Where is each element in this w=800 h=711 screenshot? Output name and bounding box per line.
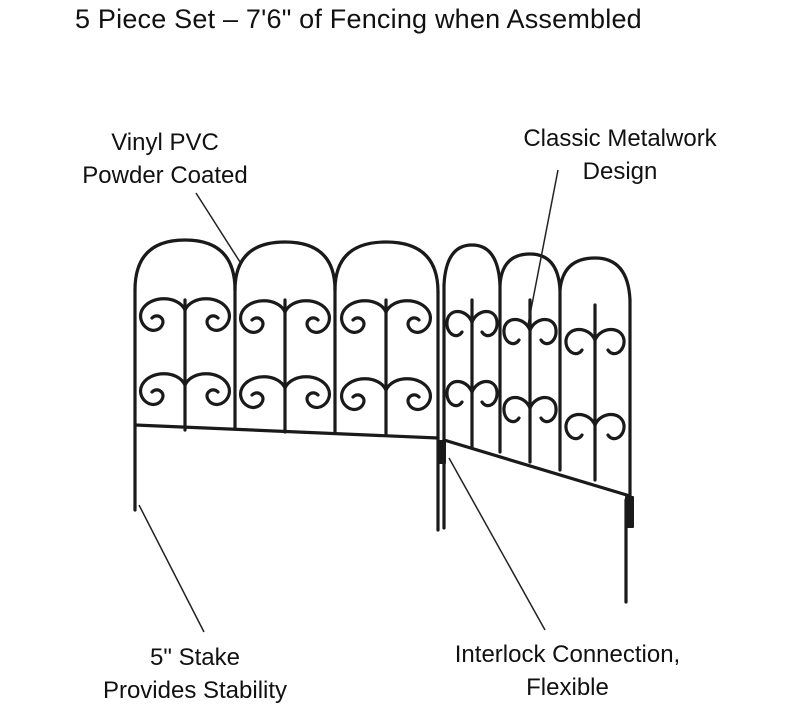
interlock-connectors	[438, 440, 634, 528]
callout-interlock: Interlock Connection, Flexible	[430, 638, 705, 704]
leader-lines	[138, 169, 559, 633]
fence-scroll	[593, 327, 626, 356]
callout-interlock-line2: Flexible	[526, 674, 609, 701]
callout-classic-metalwork: Classic Metalwork Design	[500, 122, 740, 188]
fence-scroll	[502, 395, 532, 424]
fence-scroll	[139, 297, 187, 332]
fence-scroll	[528, 317, 558, 346]
fence-scroll	[470, 309, 499, 338]
fence-scroll	[502, 317, 532, 346]
leader-line-stake	[138, 504, 205, 633]
fence-scroll	[239, 375, 287, 410]
fence-scroll	[283, 375, 331, 410]
fence-scroll	[183, 372, 231, 407]
fence-scroll	[139, 372, 187, 407]
fence-scroll	[528, 395, 558, 424]
fence-scroll	[384, 377, 432, 412]
fence-scroll	[564, 327, 597, 356]
fence-scroll	[340, 299, 388, 334]
fence-scroll	[283, 299, 331, 334]
fence-arch	[133, 238, 237, 292]
callout-stake-line1: 5" Stake	[150, 644, 240, 671]
fence-arch	[233, 240, 337, 292]
fence-scroll	[183, 297, 231, 332]
fence-rail	[442, 438, 632, 498]
fence-scroll	[593, 412, 626, 441]
fence-scroll	[470, 379, 499, 408]
callout-classic-line1: Classic Metalwork	[523, 125, 717, 152]
interlock-clip	[625, 496, 634, 528]
fence-arch	[498, 252, 562, 292]
leader-line-interlock	[448, 457, 546, 631]
callout-stake: 5" Stake Provides Stability	[70, 641, 320, 707]
callout-vinyl-line1: Vinyl PVC	[111, 129, 219, 156]
page-title: 5 Piece Set – 7'6" of Fencing when Assem…	[75, 4, 642, 34]
callout-vinyl-line2: Powder Coated	[82, 162, 248, 189]
callout-interlock-line1: Interlock Connection,	[454, 641, 681, 668]
fence-scroll	[340, 377, 388, 412]
leader-line-vinyl	[195, 192, 241, 263]
fence-scroll	[239, 299, 287, 334]
fence-scroll	[445, 379, 474, 408]
fence-scroll	[564, 412, 597, 441]
leader-line-classic	[527, 169, 559, 326]
fence-arch	[333, 240, 440, 294]
fence-arch	[558, 256, 632, 302]
interlock-clip	[438, 440, 446, 464]
callout-vinyl-pvc: Vinyl PVC Powder Coated	[55, 126, 275, 192]
fence-arch	[442, 243, 502, 287]
callout-classic-line2: Design	[582, 158, 658, 185]
callout-stake-line2: Provides Stability	[102, 677, 288, 704]
fence-scroll	[445, 309, 474, 338]
fence-scroll	[384, 299, 432, 334]
fence-drawing	[133, 238, 632, 604]
